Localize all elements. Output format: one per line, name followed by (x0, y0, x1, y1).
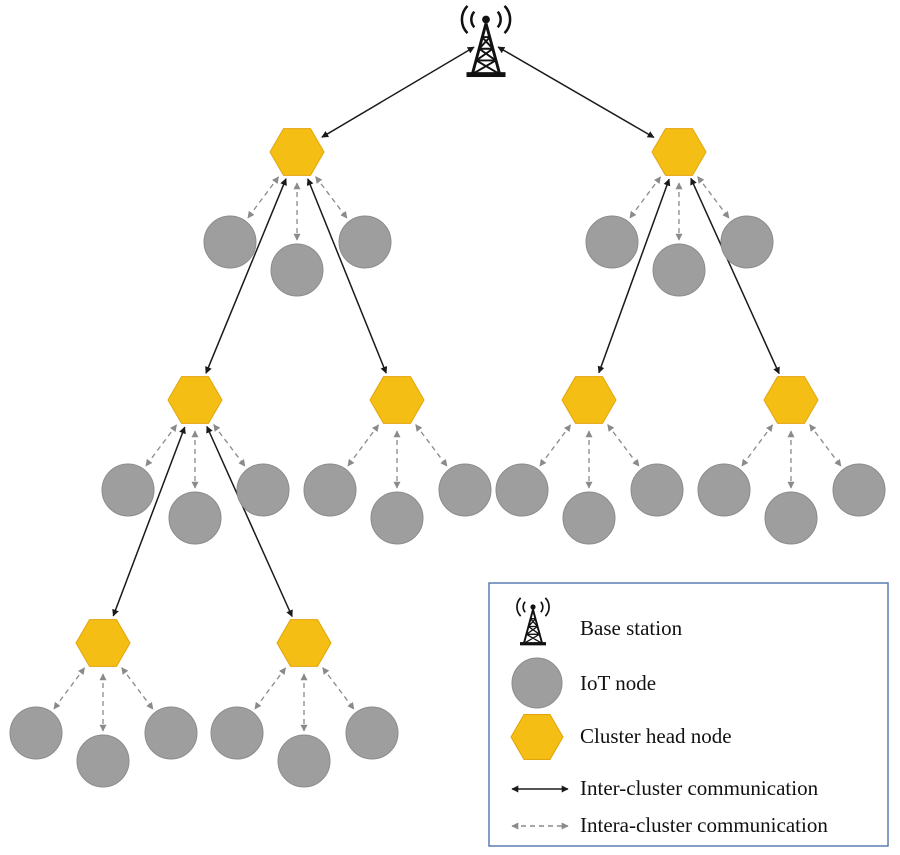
iot-node (236, 463, 290, 517)
cluster-head-node (269, 128, 325, 176)
base-station-icon (460, 4, 512, 78)
intra-cluster-link (607, 424, 640, 467)
iot-node (338, 215, 392, 269)
intra-cluster-link (415, 424, 448, 467)
cluster-head-node (167, 376, 223, 424)
legend-item-inter-cluster: Inter-cluster communication (511, 776, 819, 800)
cluster-head-node (763, 376, 819, 424)
legend-box (488, 582, 889, 847)
iot-node (562, 491, 616, 545)
intra-cluster-link (539, 424, 572, 467)
iot-node (585, 215, 639, 269)
iot-node (9, 706, 63, 760)
cluster-head-node (651, 128, 707, 176)
iot-nodes-layer (9, 215, 886, 788)
iot-node (720, 215, 774, 269)
iot-node (203, 215, 257, 269)
intra-cluster-link (53, 667, 86, 710)
legend-item-intra-cluster: Intera-cluster communication (511, 813, 828, 837)
iot-node (270, 243, 324, 297)
iot-node (101, 463, 155, 517)
iot-node (370, 491, 424, 545)
iot-node (438, 463, 492, 517)
cluster-head-node (561, 376, 617, 424)
intra-cluster-link (629, 176, 662, 219)
legend-item-cluster-head: Cluster head node (510, 714, 732, 760)
intra-cluster-link (254, 667, 287, 710)
iot-node (697, 463, 751, 517)
legend-item-base-station: Base station (515, 596, 683, 646)
intra-cluster-link (809, 424, 842, 467)
iot-node (277, 734, 331, 788)
iot-node (144, 706, 198, 760)
intra-cluster-link (322, 667, 355, 710)
legend-cluster-head-icon (510, 714, 564, 760)
cluster-heads-layer (75, 128, 819, 667)
legend-cluster-head-label: Cluster head node (580, 724, 732, 748)
iot-node (652, 243, 706, 297)
legend-inter-cluster-label: Inter-cluster communication (580, 776, 819, 800)
intra-cluster-link (121, 667, 154, 710)
cluster-head-node (276, 619, 332, 667)
legend-intra-cluster-label: Intera-cluster communication (580, 813, 828, 837)
intra-cluster-link (741, 424, 774, 467)
intra-cluster-link (697, 176, 730, 219)
iot-node (76, 734, 130, 788)
intra-cluster-link (213, 424, 246, 467)
cluster-head-node (369, 376, 425, 424)
inter-cluster-link (497, 46, 655, 139)
inter-cluster-link (321, 46, 475, 138)
links-layer (53, 46, 842, 732)
iot-node (168, 491, 222, 545)
legend-iot-node-icon (511, 657, 563, 709)
intra-cluster-link (247, 176, 280, 219)
iot-node (630, 463, 684, 517)
legend: Base station IoT node Cluster head node … (488, 582, 889, 847)
iot-node (832, 463, 886, 517)
iot-node (210, 706, 264, 760)
intra-cluster-link (347, 424, 380, 467)
iot-node (495, 463, 549, 517)
legend-base-station-label: Base station (580, 616, 683, 640)
iot-node (764, 491, 818, 545)
iot-node (303, 463, 357, 517)
legend-item-iot-node: IoT node (511, 657, 656, 709)
legend-iot-node-label: IoT node (580, 671, 656, 695)
iot-node (345, 706, 399, 760)
cluster-head-node (75, 619, 131, 667)
